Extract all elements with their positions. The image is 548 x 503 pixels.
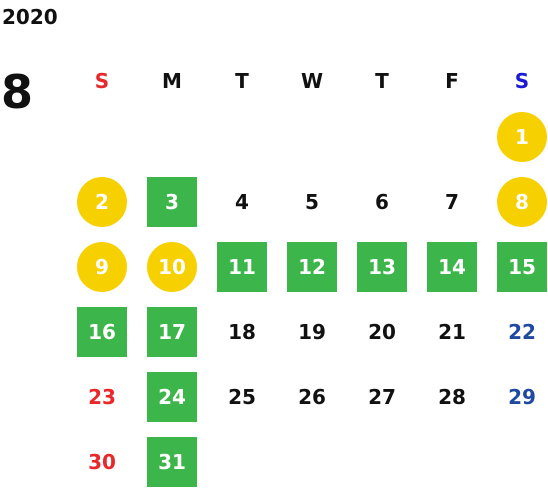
day-cell[interactable]: 5 <box>277 169 347 234</box>
day-cell[interactable]: 29 <box>487 364 548 429</box>
day-number: 30 <box>88 449 116 474</box>
empty-cell <box>207 104 277 169</box>
day-number: 14 <box>427 241 477 292</box>
day-cell[interactable]: 17 <box>137 299 207 364</box>
day-cell[interactable]: 6 <box>347 169 417 234</box>
day-number: 15 <box>497 241 547 292</box>
day-number: 12 <box>287 241 337 292</box>
day-number: 10 <box>147 241 197 292</box>
day-number: 3 <box>147 176 197 227</box>
day-number: 29 <box>508 384 536 409</box>
day-number: 2 <box>77 176 127 227</box>
empty-cell <box>277 104 347 169</box>
day-number: 11 <box>217 241 267 292</box>
weekday-header-fri: F <box>445 69 459 93</box>
day-number: 8 <box>497 176 547 227</box>
day-number: 7 <box>445 189 459 214</box>
day-cell[interactable]: 2 <box>67 169 137 234</box>
month-number: 8 <box>1 65 34 119</box>
day-cell[interactable]: 4 <box>207 169 277 234</box>
day-number: 27 <box>368 384 396 409</box>
day-cell[interactable]: 26 <box>277 364 347 429</box>
day-cell[interactable]: 3 <box>137 169 207 234</box>
day-number: 24 <box>147 371 197 422</box>
weekday-header-mon: M <box>162 69 182 93</box>
day-number: 23 <box>88 384 116 409</box>
day-number: 1 <box>497 111 547 162</box>
day-cell[interactable]: 22 <box>487 299 548 364</box>
day-cell[interactable]: 30 <box>67 429 137 494</box>
weekday-header-sun: S <box>94 69 110 93</box>
day-cell[interactable]: 23 <box>67 364 137 429</box>
day-cell[interactable]: 20 <box>347 299 417 364</box>
day-number: 6 <box>375 189 389 214</box>
day-cell[interactable]: 14 <box>417 234 487 299</box>
day-number: 16 <box>77 306 127 357</box>
empty-cell <box>67 104 137 169</box>
day-cell[interactable]: 8 <box>487 169 548 234</box>
day-number: 20 <box>368 319 396 344</box>
day-cell[interactable]: 19 <box>277 299 347 364</box>
day-cell[interactable]: 13 <box>347 234 417 299</box>
weekday-header-thu: T <box>375 69 389 93</box>
day-cell[interactable]: 1 <box>487 104 548 169</box>
day-cell[interactable]: 31 <box>137 429 207 494</box>
day-number: 13 <box>357 241 407 292</box>
day-cell[interactable]: 25 <box>207 364 277 429</box>
day-number: 9 <box>77 241 127 292</box>
day-number: 28 <box>438 384 466 409</box>
day-cell[interactable]: 15 <box>487 234 548 299</box>
day-number: 25 <box>228 384 256 409</box>
day-cell[interactable]: 21 <box>417 299 487 364</box>
day-cell[interactable]: 10 <box>137 234 207 299</box>
day-cell[interactable]: 16 <box>67 299 137 364</box>
day-cell[interactable]: 9 <box>67 234 137 299</box>
weekday-header-sat: S <box>514 69 530 93</box>
day-cell[interactable]: 7 <box>417 169 487 234</box>
weekday-header-tue: T <box>235 69 249 93</box>
day-cell[interactable]: 27 <box>347 364 417 429</box>
empty-cell <box>137 104 207 169</box>
empty-cell <box>347 104 417 169</box>
day-cell[interactable]: 18 <box>207 299 277 364</box>
day-number: 26 <box>298 384 326 409</box>
day-number: 21 <box>438 319 466 344</box>
day-cell[interactable]: 24 <box>137 364 207 429</box>
day-number: 17 <box>147 306 197 357</box>
day-cell[interactable]: 12 <box>277 234 347 299</box>
day-number: 19 <box>298 319 326 344</box>
day-number: 18 <box>228 319 256 344</box>
day-cell[interactable]: 11 <box>207 234 277 299</box>
empty-cell <box>417 104 487 169</box>
day-number: 5 <box>305 189 319 214</box>
day-number: 4 <box>235 189 249 214</box>
day-number: 22 <box>508 319 536 344</box>
day-number: 31 <box>147 436 197 487</box>
year-label: 2020 <box>2 5 58 29</box>
day-cell[interactable]: 28 <box>417 364 487 429</box>
weekday-header-wed: W <box>300 69 324 93</box>
